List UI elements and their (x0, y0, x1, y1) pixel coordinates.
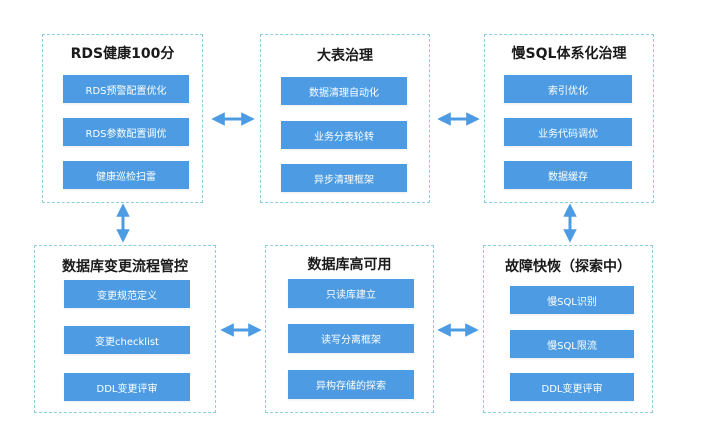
item-data-cleanup-automation: 数据清理自动化 (281, 77, 407, 105)
panel-title: 数据库变更流程管控 (62, 259, 188, 275)
item-readonly-db: 只读库建立 (288, 279, 414, 308)
item-slow-sql-detect: 慢SQL识别 (510, 286, 634, 314)
panel-title: 故障快恢（探索中） (505, 259, 631, 275)
item-async-cleanup-framework: 异步清理框架 (281, 164, 407, 192)
item-change-checklist: 变更checklist (64, 326, 190, 354)
item-data-cache: 数据缓存 (504, 161, 632, 189)
panel-rds-health: RDS健康100分 RDS预警配置优化 RDS参数配置调优 健康巡检扫雷 (42, 34, 203, 203)
panel-db-change-control: 数据库变更流程管控 变更规范定义 变更checklist DDL变更评审 (34, 245, 216, 413)
panel-fast-recovery: 故障快恢（探索中） 慢SQL识别 慢SQL限流 DDL变更评审 (483, 245, 653, 413)
panel-title: 数据库高可用 (307, 257, 392, 273)
item-heterogeneous-storage: 异构存储的探索 (288, 370, 414, 399)
item-change-spec: 变更规范定义 (64, 280, 190, 308)
item-index-optimization: 索引优化 (504, 75, 632, 103)
item-health-inspection: 健康巡检扫雷 (63, 161, 189, 189)
panel-big-table-governance: 大表治理 数据清理自动化 业务分表轮转 异步清理框架 (260, 34, 430, 203)
item-ddl-review: DDL变更评审 (510, 373, 634, 401)
item-ddl-review: DDL变更评审 (64, 373, 190, 401)
item-rds-param-tuning: RDS参数配置调优 (63, 118, 189, 146)
panel-title: 大表治理 (317, 48, 373, 64)
item-code-tuning: 业务代码调优 (504, 118, 632, 146)
item-rds-alert-config: RDS预警配置优化 (63, 75, 189, 103)
panel-title: 慢SQL体系化治理 (511, 46, 627, 62)
panel-slow-sql-governance: 慢SQL体系化治理 索引优化 业务代码调优 数据缓存 (484, 34, 654, 203)
panel-db-high-availability: 数据库高可用 只读库建立 读写分离框架 异构存储的探索 (265, 245, 434, 413)
panel-title: RDS健康100分 (70, 46, 175, 62)
item-slow-sql-throttle: 慢SQL限流 (510, 330, 634, 358)
item-rw-split-framework: 读写分离框架 (288, 324, 414, 353)
item-table-rotation: 业务分表轮转 (281, 121, 407, 149)
